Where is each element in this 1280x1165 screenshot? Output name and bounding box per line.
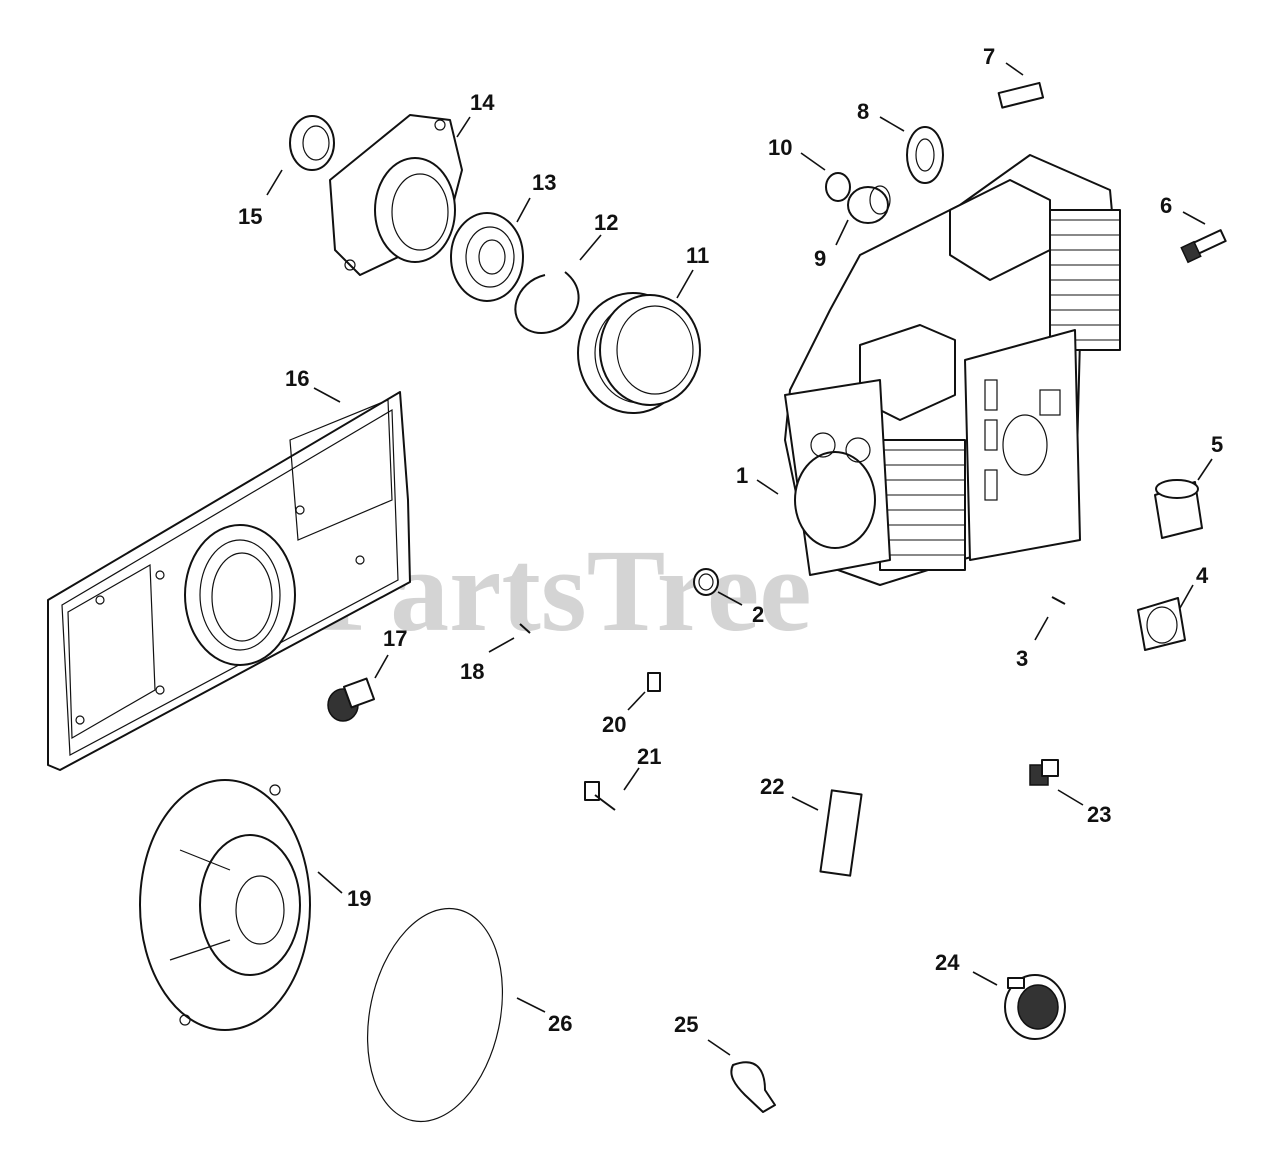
callout-10: 10 (768, 135, 792, 160)
part-16-gasket-plate[interactable] (47, 391, 411, 771)
part-26-o-ring[interactable] (349, 896, 521, 1134)
leader-lines (266, 62, 1213, 1056)
part-15-oil-seal[interactable] (289, 115, 335, 171)
callout-4: 4 (1196, 563, 1209, 588)
part-6-fitting[interactable] (1180, 229, 1227, 264)
part-10-cap[interactable] (825, 172, 851, 202)
callout-1: 1 (736, 463, 748, 488)
callout-7: 7 (983, 44, 995, 69)
part-12-snap-ring[interactable] (514, 271, 580, 334)
callout-22: 22 (760, 774, 784, 799)
callout-13: 13 (532, 170, 556, 195)
callout-8: 8 (857, 99, 869, 124)
part-17-plug[interactable] (327, 677, 376, 722)
part-2-o-ring[interactable] (693, 568, 719, 596)
callout-17: 17 (383, 626, 407, 651)
callout-6: 6 (1160, 193, 1172, 218)
callout-16: 16 (285, 366, 309, 391)
callout-26: 26 (548, 1011, 572, 1036)
callout-24: 24 (935, 950, 960, 975)
part-7-pin[interactable] (997, 81, 1045, 109)
part-21-bolt[interactable] (584, 781, 616, 811)
part-14-bearing-plate[interactable] (329, 114, 463, 276)
callout-20: 20 (602, 712, 626, 737)
callout-15: 15 (238, 204, 262, 229)
callout-labels: 1 2 3 4 5 6 7 8 9 10 11 12 13 14 15 16 1… (238, 44, 1223, 1037)
part-18-pin[interactable] (519, 623, 531, 634)
callout-21: 21 (637, 744, 661, 769)
callout-5: 5 (1211, 432, 1223, 457)
part-25-elbow[interactable] (730, 1061, 776, 1113)
part-8-gasket[interactable] (906, 126, 944, 184)
callout-19: 19 (347, 886, 371, 911)
part-9-bushing[interactable] (847, 185, 891, 224)
part-1-crankcase[interactable] (784, 154, 1121, 586)
part-13-ball-bearing[interactable] (450, 212, 524, 302)
part-3-pin[interactable] (1051, 596, 1066, 605)
callout-11: 11 (686, 243, 709, 268)
callout-18: 18 (460, 659, 484, 684)
callout-2: 2 (752, 602, 764, 627)
part-23-plug[interactable] (1029, 759, 1059, 786)
part-4-sleeve[interactable] (1137, 597, 1186, 651)
callout-9: 9 (814, 246, 826, 271)
callout-3: 3 (1016, 646, 1028, 671)
part-20-set-screw[interactable] (647, 672, 661, 692)
part-19-closure-plate[interactable] (139, 779, 311, 1031)
callout-23: 23 (1087, 802, 1111, 827)
callout-14: 14 (470, 90, 495, 115)
callout-25: 25 (674, 1012, 698, 1037)
part-22-stud[interactable] (819, 789, 863, 877)
part-5-sleeve[interactable] (1154, 479, 1203, 539)
callout-12: 12 (594, 210, 618, 235)
part-11-gasket-set[interactable] (577, 292, 701, 414)
part-24-oil-filter[interactable] (1004, 974, 1066, 1040)
